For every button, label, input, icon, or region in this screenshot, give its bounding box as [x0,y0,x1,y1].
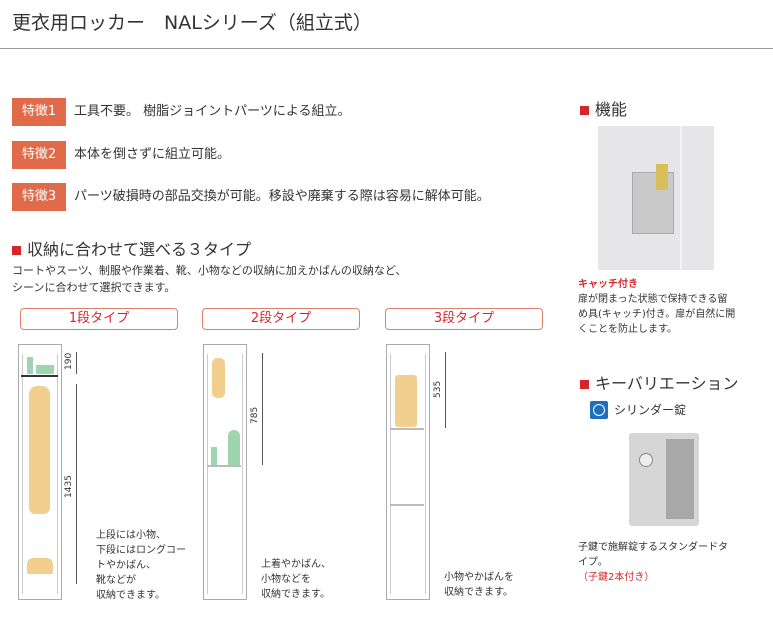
storage-intro-1: コートやスーツ、制服や作業着、靴、小物などの収納に加えかばんの収納など、 [12,264,407,277]
square-bullet-icon [12,246,21,255]
divider [0,48,773,49]
desc-line: 小物やかばんを [444,572,514,583]
catch-photo [598,126,714,270]
coat-icon [29,386,50,514]
desc-line: 小物などを [261,574,311,585]
desc-line: 収納できます。 [96,590,165,601]
keyhole-icon [639,453,653,467]
desc-line: 上着やかばん、 [261,559,331,570]
shelf [390,504,424,506]
page-title: 更衣用ロッカー NALシリーズ（組立式） [12,12,372,34]
catch-description: 扉が閉まった状態で保持できる留 め具(キャッチ)付き。扉が自然に開 くことを防止… [578,292,735,337]
lock-photo [629,433,699,526]
feature-badge-2: 特徴2 [12,141,66,169]
desc-line: トやかばん、 [96,560,156,571]
square-bullet-icon [580,380,589,389]
desc-line: 収納できます。 [261,589,330,600]
type-2-label: 2段タイプ [202,308,360,330]
catch-icon [632,172,674,234]
key-note: （子鍵2本付き） [578,572,655,583]
locker-2-interior [207,354,243,594]
desc-line: くことを防止します。 [578,324,677,335]
type-3-label: 3段タイプ [385,308,543,330]
catch-title: キャッチ付き [578,279,638,290]
dimension-535: 535 [433,380,443,398]
dimension-1435: 1435 [64,475,74,498]
dimension-line [262,353,263,465]
feature-text-1: 工具不要。 樹脂ジョイントパーツによる組立。 [74,104,351,119]
shelf [207,465,241,467]
desc-line: 収納できます。 [444,587,513,598]
dimension-line [76,352,77,374]
storage-intro-2: シーンに合わせて選択できます。 [12,281,176,294]
locker-2-diagram [203,344,247,600]
desc-line: 下段にはロングコー [96,545,186,556]
dimension-line [445,352,446,428]
key-description: 子鍵で施解錠するスタンダードタ イプ。 （子鍵2本付き） [578,540,728,585]
storage-heading: 収納に合わせて選べる３タイプ [12,236,251,260]
jacket-icon [212,358,225,398]
bag-icon [27,558,53,574]
desc-line: 扉が閉まった状態で保持できる留 [578,294,728,305]
feature-badge-1: 特徴1 [12,98,66,126]
key-heading-text: キーバリエーション [595,374,739,393]
dimension-line [76,384,77,584]
feature-text-3: パーツ破損時の部品交換が可能。移設や廃棄する際は容易に解体可能。 [74,189,490,204]
type-1-label: 1段タイプ [20,308,178,330]
type-3-description: 小物やかばんを 収納できます。 [444,570,514,600]
storage-heading-text: 収納に合わせて選べる３タイプ [27,240,252,259]
shelf [21,375,58,377]
small-item-icon [36,365,54,374]
small-item-icon [211,447,217,465]
handle-recess [666,439,694,519]
bag-icon [395,375,417,427]
function-heading-text: 機能 [595,100,628,119]
cylinder-lock-icon [590,401,608,419]
desc-line: 靴などが [96,575,136,586]
bag-icon [228,430,240,465]
locker-1-interior [22,354,58,594]
key-variation-heading: キーバリエーション [580,370,739,394]
small-item-icon [27,357,33,374]
type-1-description: 上段には小物、 下段にはロングコー トやかばん、 靴などが 収納できます。 [96,528,186,603]
catch-latch [656,164,668,190]
locker-3-interior [390,354,426,594]
cylinder-lock-label: シリンダー錠 [614,403,687,417]
desc-line: 子鍵で施解錠するスタンダードタ [578,542,728,553]
feature-text-2: 本体を倒さずに組立可能。 [74,147,231,162]
function-heading: 機能 [580,96,627,120]
desc-line: め具(キャッチ)付き。扉が自然に開 [578,309,736,320]
desc-line: イプ。 [578,557,608,568]
shelf [390,428,424,430]
type-2-description: 上着やかばん、 小物などを 収納できます。 [261,557,331,602]
feature-badge-3: 特徴3 [12,183,66,211]
square-bullet-icon [580,106,589,115]
dimension-785: 785 [250,406,260,424]
desc-line: 上段には小物、 [96,530,166,541]
dimension-190: 190 [64,352,74,370]
